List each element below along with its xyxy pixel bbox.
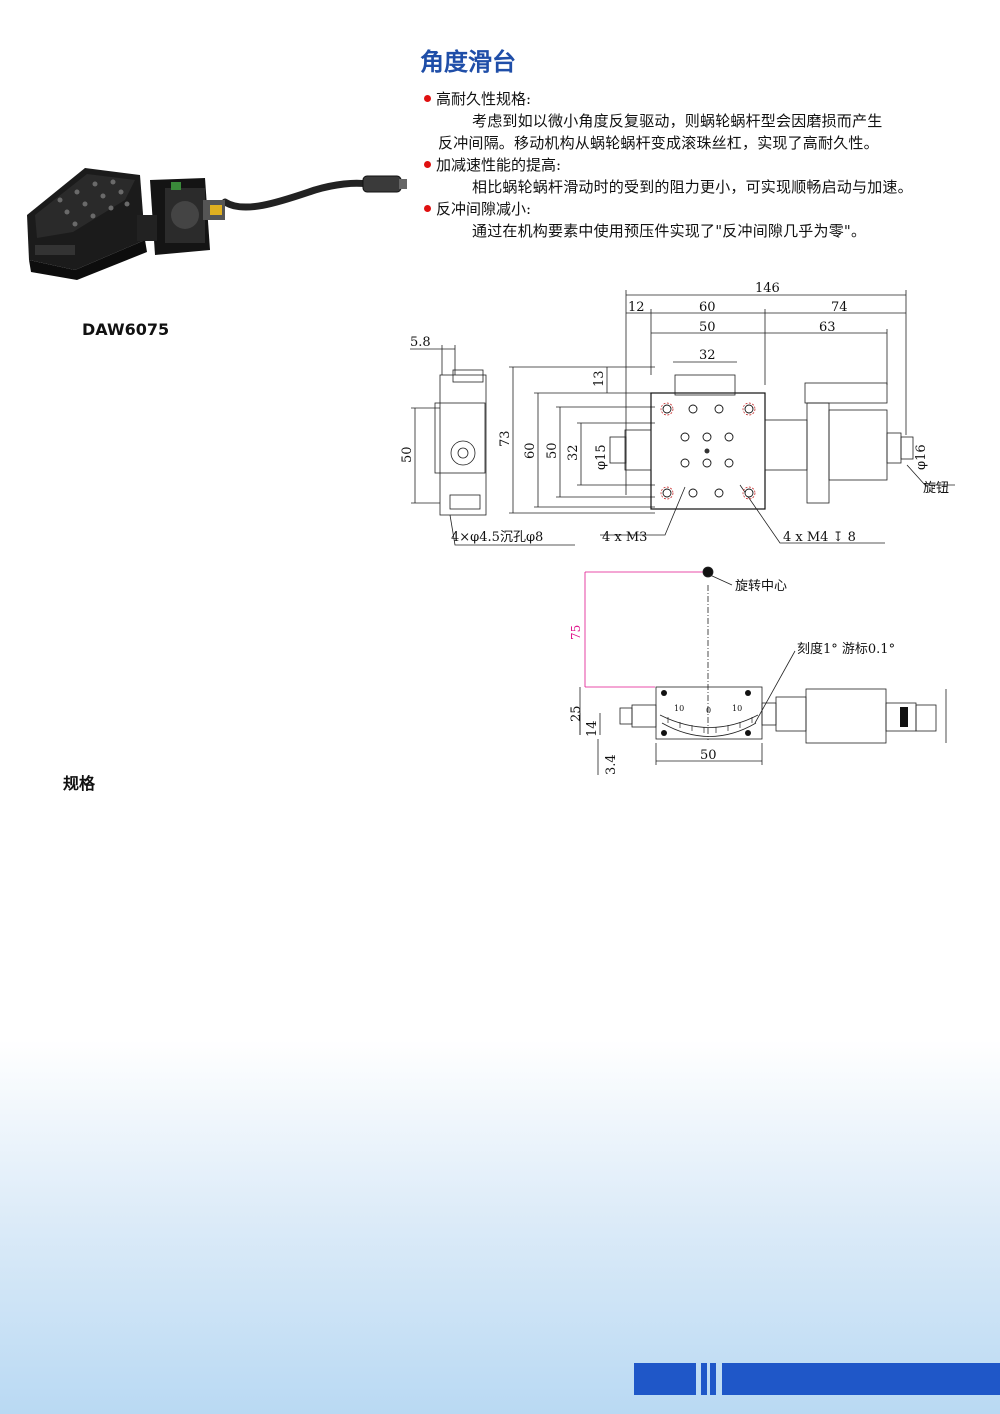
footer-band-block xyxy=(634,1363,696,1395)
footer-band-stripe xyxy=(701,1363,707,1395)
bullet-icon xyxy=(424,161,431,168)
dim-label: 146 xyxy=(755,281,780,296)
dim-label: 14 xyxy=(585,720,600,737)
top-view-drawing: 146 12 60 74 50 63 32 5.8 13 50 73 60 50… xyxy=(400,281,955,546)
rotation-center-label: 旋转中心 xyxy=(735,579,787,594)
scale-note: 刻度1° 游标0.1° xyxy=(797,641,895,657)
holes-note: 4×φ4.5沉孔φ8 xyxy=(451,530,543,545)
spec-heading: 规格 xyxy=(63,774,96,793)
dim-label: 75 xyxy=(569,625,583,640)
footer-band-bar xyxy=(722,1363,1000,1395)
feature-heading: 高耐久性规格: xyxy=(424,88,531,109)
scale-tick-label: 10 xyxy=(674,704,684,713)
dim-label: 50 xyxy=(699,320,716,335)
page-title: 角度滑台 xyxy=(420,48,516,76)
model-name: DAW6075 xyxy=(82,320,170,339)
dim-label: 50 xyxy=(400,446,415,463)
footer-band-stripe xyxy=(710,1363,716,1395)
product-photo xyxy=(27,168,407,280)
dim-label: 74 xyxy=(831,300,848,315)
dim-label: φ15 xyxy=(594,444,609,470)
scale-tick-label: 10 xyxy=(732,704,742,713)
dim-label: 50 xyxy=(545,442,560,459)
m4-note: 4 x M4 ↧ 8 xyxy=(783,530,856,545)
dim-label: 5.8 xyxy=(410,335,431,350)
m3-note: 4 x M3 xyxy=(602,530,647,545)
dim-label: 12 xyxy=(628,300,645,315)
dim-label: 73 xyxy=(498,430,513,447)
feature-heading: 加减速性能的提高: xyxy=(424,154,561,175)
scale-tick-label: 0 xyxy=(706,706,711,715)
feature-text: 考虑到如以微小角度反复驱动，则蜗轮蜗杆型会因磨损而产生 xyxy=(472,112,883,130)
feature-text: 通过在机构要素中使用预压件实现了"反冲间隙几乎为零"。 xyxy=(472,222,867,240)
dim-label: 13 xyxy=(592,370,607,387)
bullet-icon xyxy=(424,205,431,212)
dim-label: φ16 xyxy=(914,444,929,470)
dim-label: 60 xyxy=(523,442,538,459)
dim-label: 63 xyxy=(819,320,836,335)
dim-label: 32 xyxy=(566,444,581,461)
feature-text: 相比蜗轮蜗杆滑动时的受到的阻力更小，可实现顺畅启动与加速。 xyxy=(472,178,913,196)
side-view-drawing: 旋转中心 刻度1° 游标0.1° 75 25 14 3.4 50 10 0 10 xyxy=(569,566,947,775)
feature-heading: 反冲间隙减小: xyxy=(424,198,531,219)
dim-label: 32 xyxy=(699,348,716,363)
bullet-icon xyxy=(424,95,431,102)
feature-text: 反冲间隔。移动机构从蜗轮蜗杆变成滚珠丝杠，实现了高耐久性。 xyxy=(438,134,879,152)
dim-label: 3.4 xyxy=(604,754,619,775)
dim-label: 60 xyxy=(699,300,716,315)
dim-label: 50 xyxy=(700,748,717,763)
knob-note: 旋钮 xyxy=(923,481,949,496)
dim-label: 25 xyxy=(569,705,584,722)
